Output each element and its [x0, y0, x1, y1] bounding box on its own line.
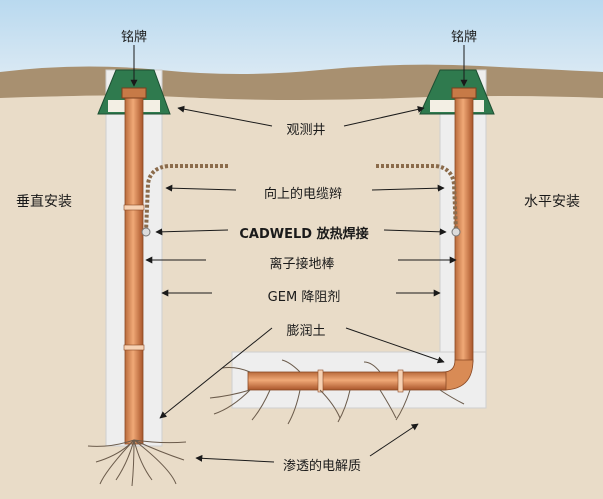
- horizontal-electrolyte-roots: [209, 359, 465, 425]
- upward-cable-label: 向上的电缆辫: [263, 187, 343, 202]
- inspection-well-label: 观测井: [286, 123, 326, 138]
- vertical-ground-rod: [124, 91, 144, 445]
- horizontal-rod-joints: [317, 369, 404, 393]
- arrow-backfill-left: [159, 327, 273, 419]
- right-weld: [451, 227, 461, 237]
- arrow-well-right: [343, 105, 425, 127]
- arrow-weld-right: [383, 228, 447, 236]
- left-cable-pigtail: [144, 164, 228, 233]
- cadweld-label: CADWELD 放热焊接: [239, 227, 369, 242]
- arrow-electrolyte-left: [195, 454, 275, 463]
- arrow-backfill-right: [345, 327, 445, 364]
- arrow-well-left: [177, 105, 273, 127]
- electrolyte-label: 渗透的电解质: [282, 459, 362, 474]
- arrow-cable-left: [165, 184, 237, 192]
- arrow-cable-right: [371, 184, 445, 192]
- vertical-install-label: 垂直安装: [16, 194, 72, 210]
- arrow-weld-left: [155, 228, 229, 236]
- nameplate-right-label: 铭牌: [450, 30, 478, 45]
- vertical-electrolyte-roots: [87, 439, 187, 487]
- horizontal-rod-cap: [451, 87, 477, 99]
- left-weld: [141, 227, 151, 237]
- horizontal-ground-rod: [247, 371, 447, 391]
- right-cable-pigtail: [376, 164, 458, 233]
- arrow-electrolyte-right: [369, 423, 419, 457]
- nameplate-left-label: 铭牌: [120, 30, 148, 45]
- gem-label: GEM 降阻剂: [267, 290, 341, 305]
- vertical-rod-cap: [121, 87, 147, 99]
- vertical-rod-joints: [123, 204, 145, 351]
- ion-rod-label: 离子接地棒: [269, 257, 335, 272]
- backfill-label: 膨润土: [286, 324, 326, 339]
- horizontal-install-label: 水平安装: [524, 194, 580, 210]
